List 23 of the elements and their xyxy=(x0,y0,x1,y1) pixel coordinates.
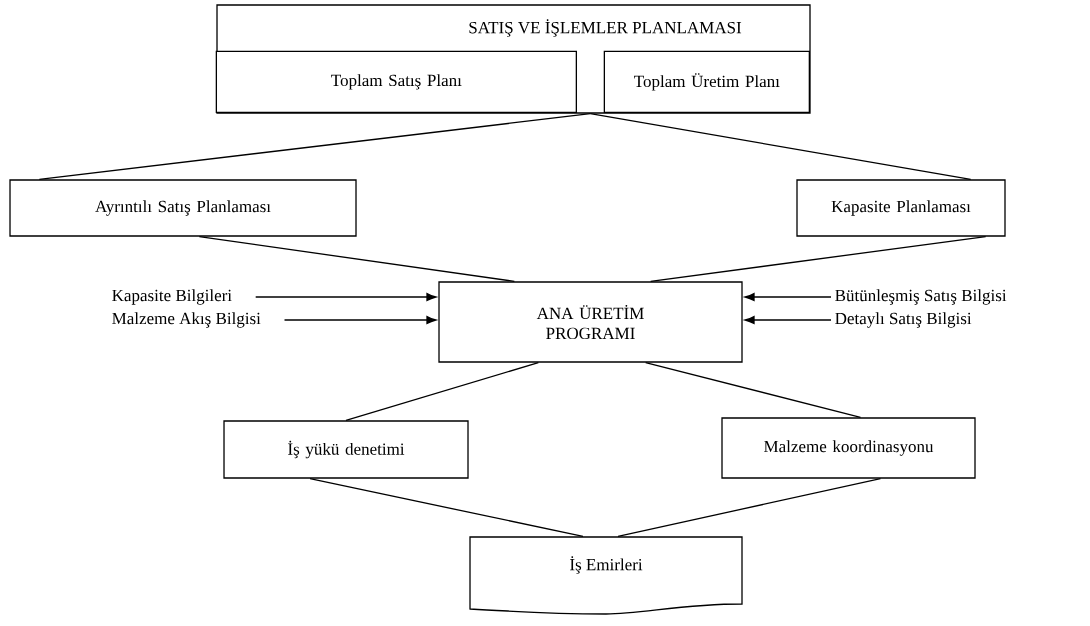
process-box: Toplam Satış Planı xyxy=(215,50,577,113)
connector-line xyxy=(650,236,987,282)
connector-line xyxy=(38,113,591,180)
connector-line xyxy=(589,113,972,180)
arrow xyxy=(283,316,437,324)
arrow xyxy=(744,316,832,324)
input-label: Kapasite Bilgileri xyxy=(112,289,232,305)
process-box: Ayrıntılı Satış Planlaması xyxy=(9,179,357,237)
connector-line xyxy=(645,362,862,418)
process-box: Toplam Üretim Planı xyxy=(603,50,810,113)
process-box: ANA ÜRETİM PROGRAMI xyxy=(438,281,743,363)
connector-line xyxy=(345,362,539,421)
arrow xyxy=(744,293,832,301)
input-label: Bütünleşmiş Satış Bilgisi xyxy=(835,289,1007,305)
process-box: İş yükü denetimi xyxy=(223,420,469,479)
connector-line xyxy=(617,478,882,537)
arrow xyxy=(255,293,437,301)
connector-line xyxy=(198,236,515,282)
connector-line xyxy=(309,478,584,537)
process-box: Kapasite Planlaması xyxy=(796,179,1006,237)
input-label: Malzeme Akış Bilgisi xyxy=(112,312,261,328)
process-box: Malzeme koordinasyonu xyxy=(721,417,976,479)
input-label: Detaylı Satış Bilgisi xyxy=(835,312,972,328)
